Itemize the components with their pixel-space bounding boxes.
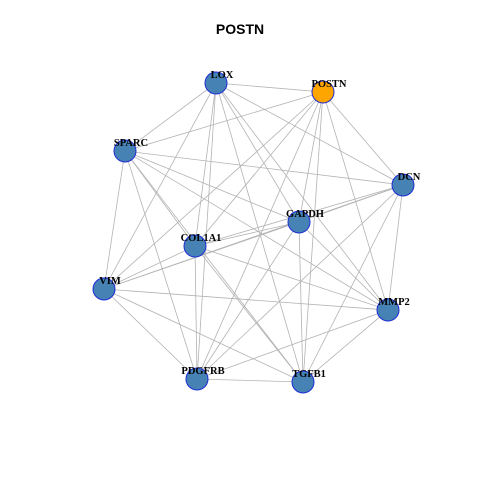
- edge-sparc-vim: [103, 150, 126, 290]
- node-label-lox: LOX: [211, 70, 234, 81]
- node-lox[interactable]: [204, 71, 228, 95]
- edge-sparc-col1a1: [124, 150, 196, 247]
- edge-gapdh-tgfb1: [298, 221, 304, 383]
- edge-dcn-tgfb1: [302, 184, 404, 383]
- node-pdgfrb[interactable]: [185, 367, 209, 391]
- edge-vim-pdgfrb: [103, 288, 198, 380]
- node-label-gapdh: GAPDH: [286, 209, 324, 220]
- node-dcn[interactable]: [391, 173, 415, 197]
- edge-gapdh-pdgfrb: [196, 221, 300, 380]
- node-label-sparc: SPARC: [114, 138, 148, 149]
- edge-col1a1-pdgfrb: [194, 245, 198, 380]
- edge-lox-postn: [215, 82, 324, 93]
- edge-layer: [103, 82, 404, 383]
- edge-sparc-mmp2: [124, 150, 389, 311]
- edge-sparc-gapdh: [124, 150, 300, 223]
- edge-gapdh-col1a1: [194, 221, 300, 247]
- node-label-tgfb1: TGFB1: [292, 369, 326, 380]
- node-mmp2[interactable]: [376, 298, 400, 322]
- edge-sparc-dcn: [124, 150, 404, 186]
- node-label-postn: POSTN: [311, 79, 346, 90]
- edge-postn-vim: [103, 91, 324, 290]
- node-label-vim: VIM: [99, 276, 121, 287]
- node-col1a1[interactable]: [183, 234, 207, 258]
- node-label-col1a1: COL1A1: [181, 233, 222, 244]
- node-postn[interactable]: [311, 80, 335, 104]
- diagram-title: POSTN: [215, 21, 265, 37]
- edge-postn-sparc: [124, 91, 324, 152]
- edge-sparc-tgfb1: [124, 150, 304, 383]
- node-gapdh[interactable]: [287, 210, 311, 234]
- node-vim[interactable]: [92, 277, 116, 301]
- edge-col1a1-tgfb1: [194, 245, 304, 383]
- edge-vim-tgfb1: [103, 288, 304, 383]
- edge-lox-gapdh: [215, 82, 300, 223]
- edge-lox-sparc: [124, 82, 217, 152]
- edge-gapdh-mmp2: [298, 221, 389, 311]
- edge-gapdh-vim: [103, 221, 300, 290]
- edge-sparc-pdgfrb: [124, 150, 198, 380]
- edge-vim-mmp2: [103, 288, 389, 311]
- edge-postn-col1a1: [194, 91, 324, 247]
- node-sparc[interactable]: [113, 139, 137, 163]
- edge-postn-dcn: [322, 91, 404, 186]
- edge-postn-gapdh: [298, 91, 324, 223]
- edge-postn-mmp2: [322, 91, 389, 311]
- edge-col1a1-vim: [103, 245, 196, 290]
- edge-dcn-pdgfrb: [196, 184, 404, 380]
- edge-mmp2-pdgfrb: [196, 309, 389, 380]
- edge-postn-tgfb1: [302, 91, 324, 383]
- node-label-dcn: DCN: [398, 172, 421, 183]
- edge-lox-pdgfrb: [196, 82, 217, 380]
- edge-lox-dcn: [215, 82, 404, 186]
- edge-col1a1-mmp2: [194, 245, 389, 311]
- edge-dcn-mmp2: [387, 184, 404, 311]
- edge-lox-vim: [103, 82, 217, 290]
- node-layer: [92, 71, 415, 394]
- edge-mmp2-tgfb1: [302, 309, 389, 383]
- node-label-mmp2: MMP2: [378, 297, 410, 308]
- edge-lox-col1a1: [194, 82, 217, 247]
- edge-pdgfrb-tgfb1: [196, 378, 304, 383]
- edge-lox-mmp2: [215, 82, 389, 311]
- node-label-pdgfrb: PDGFRB: [181, 366, 224, 377]
- node-tgfb1[interactable]: [291, 370, 315, 394]
